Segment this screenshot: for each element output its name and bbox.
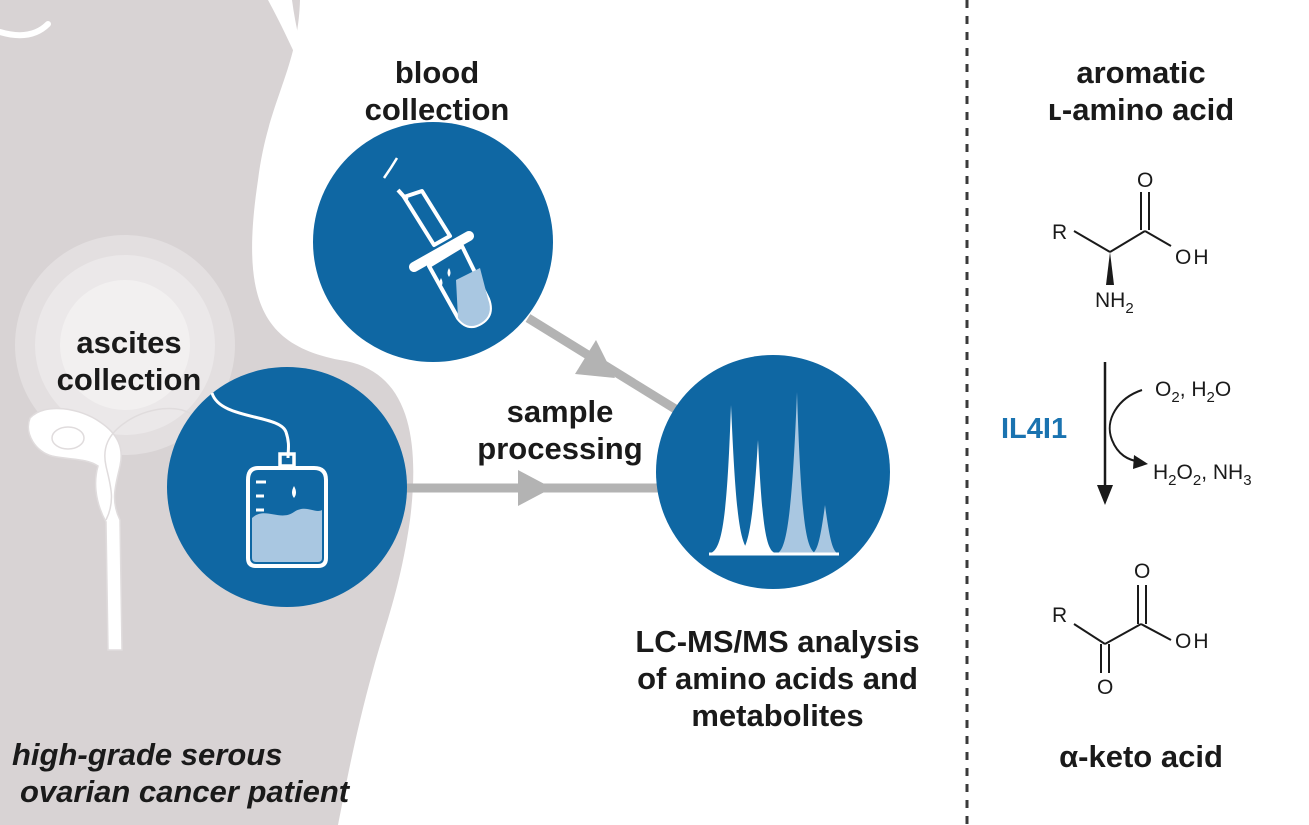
- blood-collection-circle: [313, 122, 553, 362]
- drainage-tube: [210, 392, 290, 459]
- amino-hydroxyl: OH: [1175, 246, 1211, 269]
- by-products: H2O2, NH3: [1153, 461, 1252, 489]
- uterus-outline-icon: [27, 407, 197, 651]
- amino-nh2: NH2: [1095, 289, 1134, 317]
- keto-acid-structure: [1073, 585, 1172, 673]
- co-reactants: O2, H2O: [1155, 378, 1231, 406]
- ascites-arrowhead: [518, 470, 552, 506]
- flow-arrows: [405, 314, 688, 506]
- keto-top-o: O: [1134, 560, 1150, 583]
- product-label: α-keto acid: [1059, 739, 1223, 774]
- keto-r-atom: R: [1052, 604, 1067, 627]
- lc-ms-circle: [656, 355, 890, 589]
- syringe-icon: [382, 157, 492, 329]
- keto-hydroxyl: OH: [1175, 630, 1211, 653]
- enzyme-label: IL4I1: [1001, 413, 1067, 445]
- keto-bottom-o: O: [1097, 676, 1113, 699]
- wedge-bond: [1106, 252, 1114, 285]
- chromatogram-icon: [709, 392, 839, 556]
- reaction-arrow: [1097, 362, 1148, 505]
- blood-arrowhead: [575, 340, 615, 378]
- ascites-collection-circle: [167, 367, 407, 607]
- drainage-bag-icon: [246, 452, 328, 568]
- amino-r-atom: R: [1052, 221, 1067, 244]
- amino-acid-structure: [1073, 192, 1172, 285]
- amino-carbonyl-o: O: [1137, 169, 1153, 192]
- pelvic-glow: [15, 235, 235, 455]
